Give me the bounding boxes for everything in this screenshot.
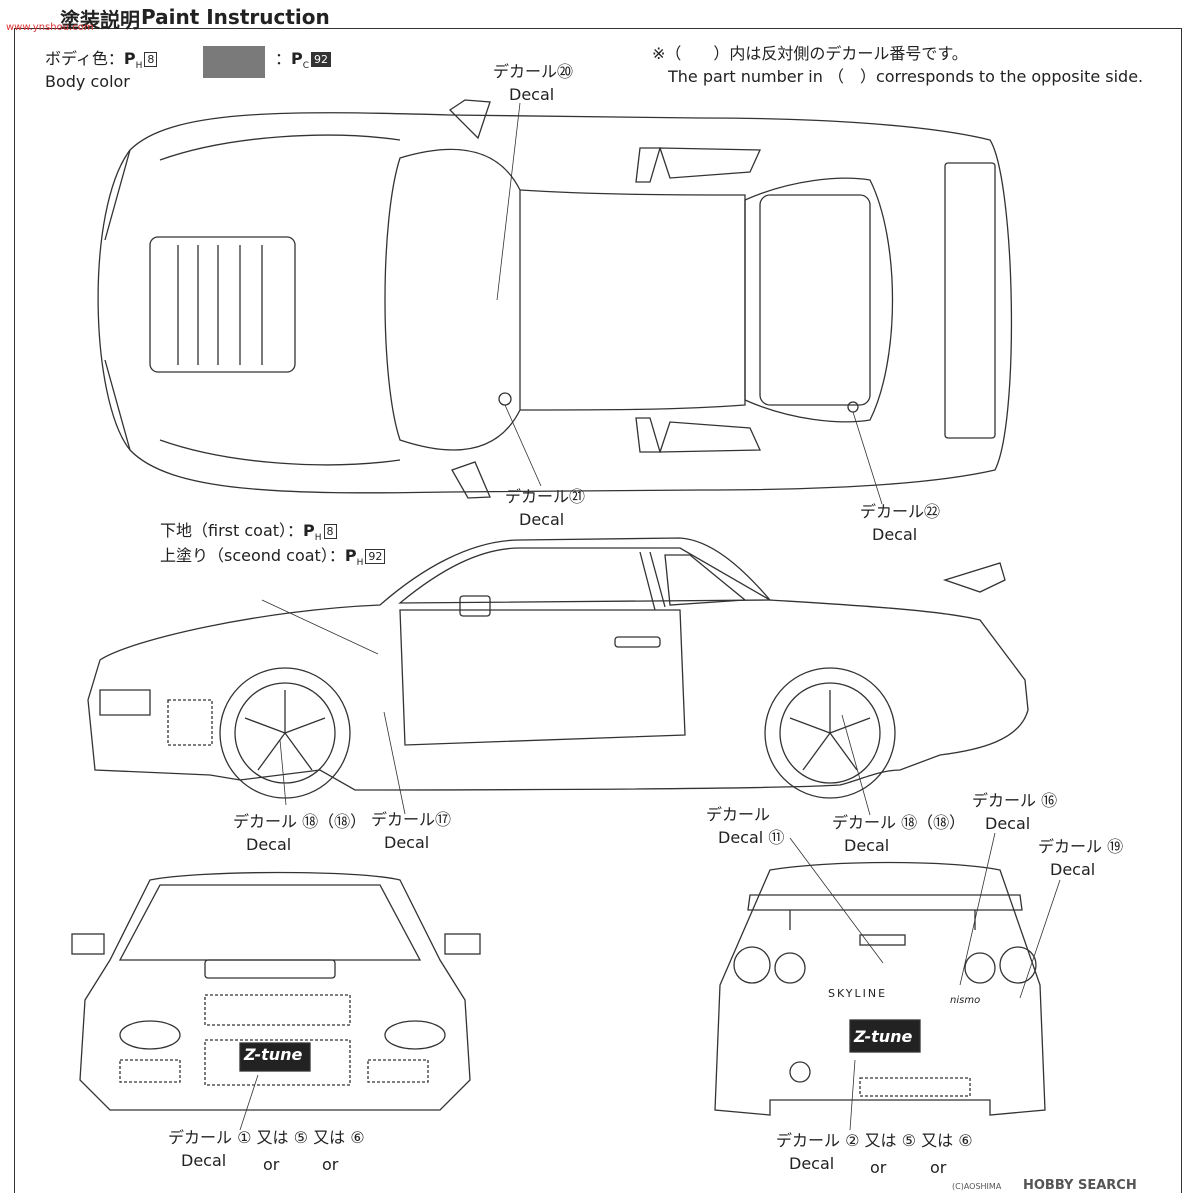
first-coat-prefix: P — [303, 521, 315, 540]
decal-21-num: ㉑ — [569, 487, 586, 506]
rear-decal-or-en-1: or — [870, 1158, 887, 1177]
first-coat-label: 下地（first coat）：PH8 — [160, 521, 337, 548]
decal-20-en: Decal — [509, 85, 555, 104]
decal-11-en: Decal ⑪ — [718, 828, 784, 848]
decal-21-en: Decal — [519, 510, 565, 529]
instruction-frame — [14, 28, 1182, 1193]
second-coat-code: 92 — [365, 549, 386, 564]
body-color-swatch — [203, 46, 265, 78]
first-coat-code: 8 — [323, 524, 337, 539]
rear-decal-or-en-2: or — [930, 1158, 947, 1177]
decal-20-jp: デカール — [493, 62, 558, 81]
front-decal-n1: ① — [237, 1128, 252, 1147]
paint-code-sub: H — [135, 61, 143, 72]
front-decal-en: Decal — [181, 1151, 227, 1170]
decal-20-num: ⑳ — [557, 62, 574, 81]
second-coat-jp: 上塗り（sceond coat）： — [160, 546, 345, 565]
watermark-right: HOBBY SEARCH — [1023, 1178, 1137, 1193]
front-decal-n3: ⑥ — [350, 1128, 365, 1147]
front-decal-label: デカール ① 又は ⑤ 又は ⑥ — [168, 1128, 365, 1148]
decal-22-label: デカール㉒ — [860, 502, 940, 522]
decal-22-num: ㉒ — [924, 502, 941, 521]
rear-decal-jp: デカール — [776, 1131, 841, 1150]
rear-decal-or-jp-2: 又は — [921, 1131, 954, 1150]
decal-18-right-alt: （⑱） — [917, 813, 966, 832]
decal-18-right-en: Decal — [844, 836, 890, 855]
first-coat-sub: H — [314, 533, 322, 544]
decal-18-right-jp: デカール — [832, 813, 897, 832]
car-side-view — [87, 537, 1029, 816]
front-decal-or-en-1: or — [263, 1155, 280, 1174]
decal-16-label: デカール ⑯ — [972, 791, 1057, 811]
car-front-view — [71, 871, 481, 1131]
decal-18-left-alt: （⑱） — [318, 812, 367, 831]
decal-16-num: ⑯ — [1041, 791, 1058, 810]
paint-code-sub-2: C — [302, 61, 310, 72]
decal-17-jp: デカール — [371, 810, 436, 829]
decal-18-right-num: ⑱ — [901, 813, 918, 832]
front-plate-text: Z-tune — [244, 1045, 303, 1064]
front-decal-jp: デカール — [168, 1128, 233, 1147]
front-decal-or-jp-1: 又は — [256, 1128, 289, 1147]
paint-code-prefix: P — [123, 49, 136, 68]
decal-11-jp: デカール — [706, 805, 771, 824]
decal-16-en: Decal — [985, 814, 1031, 833]
decal-17-label: デカール⑰ — [371, 810, 451, 830]
note-jp: ※（ ）内は反対側のデカール番号です。 — [652, 44, 968, 63]
decal-18-right-label: デカール ⑱（⑱） — [832, 813, 965, 833]
second-coat-prefix: P — [344, 546, 357, 565]
swatch-code: ：PC92 — [275, 49, 332, 76]
decal-20-label: デカール⑳ — [493, 62, 573, 82]
paint-code-badge-2: 92 — [311, 52, 332, 67]
header-en: Paint Instruction — [141, 5, 330, 29]
decal-11-en-text: Decal — [718, 828, 764, 847]
paint-code-badge: 8 — [144, 52, 158, 67]
front-decal-or-en-2: or — [322, 1155, 339, 1174]
decal-19-num: ⑲ — [1107, 837, 1124, 856]
decal-11-label: デカール — [706, 805, 770, 825]
rear-decal-label: デカール ② 又は ⑤ 又は ⑥ — [776, 1131, 973, 1151]
rear-decal-en: Decal — [789, 1154, 835, 1173]
decal-19-en: Decal — [1050, 860, 1096, 879]
rear-decal-n2: ⑤ — [901, 1131, 916, 1150]
watermark-left: www.ynshou.com — [6, 22, 94, 33]
body-color-label: ボディ色：PH8 — [45, 49, 158, 76]
watermark-copyright: (C)AOSHIMA — [952, 1182, 1002, 1191]
header-jp: 塗装説明 — [60, 8, 140, 32]
skyline-badge-text: SKYLINE — [828, 987, 888, 1000]
decal-22-jp: デカール — [860, 502, 925, 521]
decal-18-left-en: Decal — [246, 835, 292, 854]
car-rear-view — [714, 832, 1061, 1131]
decal-22-en: Decal — [872, 525, 918, 544]
body-color-en: Body color — [45, 72, 130, 91]
decal-18-left-jp: デカール — [233, 812, 298, 831]
decal-18-left-label: デカール ⑱（⑱） — [233, 812, 366, 832]
rear-plate-text: Z-tune — [854, 1027, 913, 1046]
second-coat-sub: H — [356, 558, 364, 569]
decal-18-left-num: ⑱ — [302, 812, 319, 831]
front-decal-or-jp-2: 又は — [313, 1128, 346, 1147]
rear-decal-n1: ② — [845, 1131, 860, 1150]
front-decal-n2: ⑤ — [293, 1128, 308, 1147]
decal-17-num: ⑰ — [435, 810, 452, 829]
second-coat-label: 上塗り（sceond coat）：PH92 — [160, 546, 386, 573]
car-top-view — [97, 99, 1013, 505]
rear-decal-n3: ⑥ — [958, 1131, 973, 1150]
rear-nismo-text: nismo — [950, 995, 981, 1006]
first-coat-jp: 下地（first coat）： — [160, 521, 304, 540]
decal-19-jp: デカール — [1038, 837, 1103, 856]
rear-decal-or-jp-1: 又は — [864, 1131, 897, 1150]
decal-17-en: Decal — [384, 833, 430, 852]
decal-16-jp: デカール — [972, 791, 1037, 810]
decal-11-num: ⑪ — [768, 828, 785, 847]
decal-19-label: デカール ⑲ — [1038, 837, 1123, 857]
note-en: The part number in （ ）corresponds to the… — [668, 67, 1144, 86]
paint-code-prefix-2: P — [291, 49, 303, 68]
body-color-jp: ボディ色： — [45, 49, 124, 68]
